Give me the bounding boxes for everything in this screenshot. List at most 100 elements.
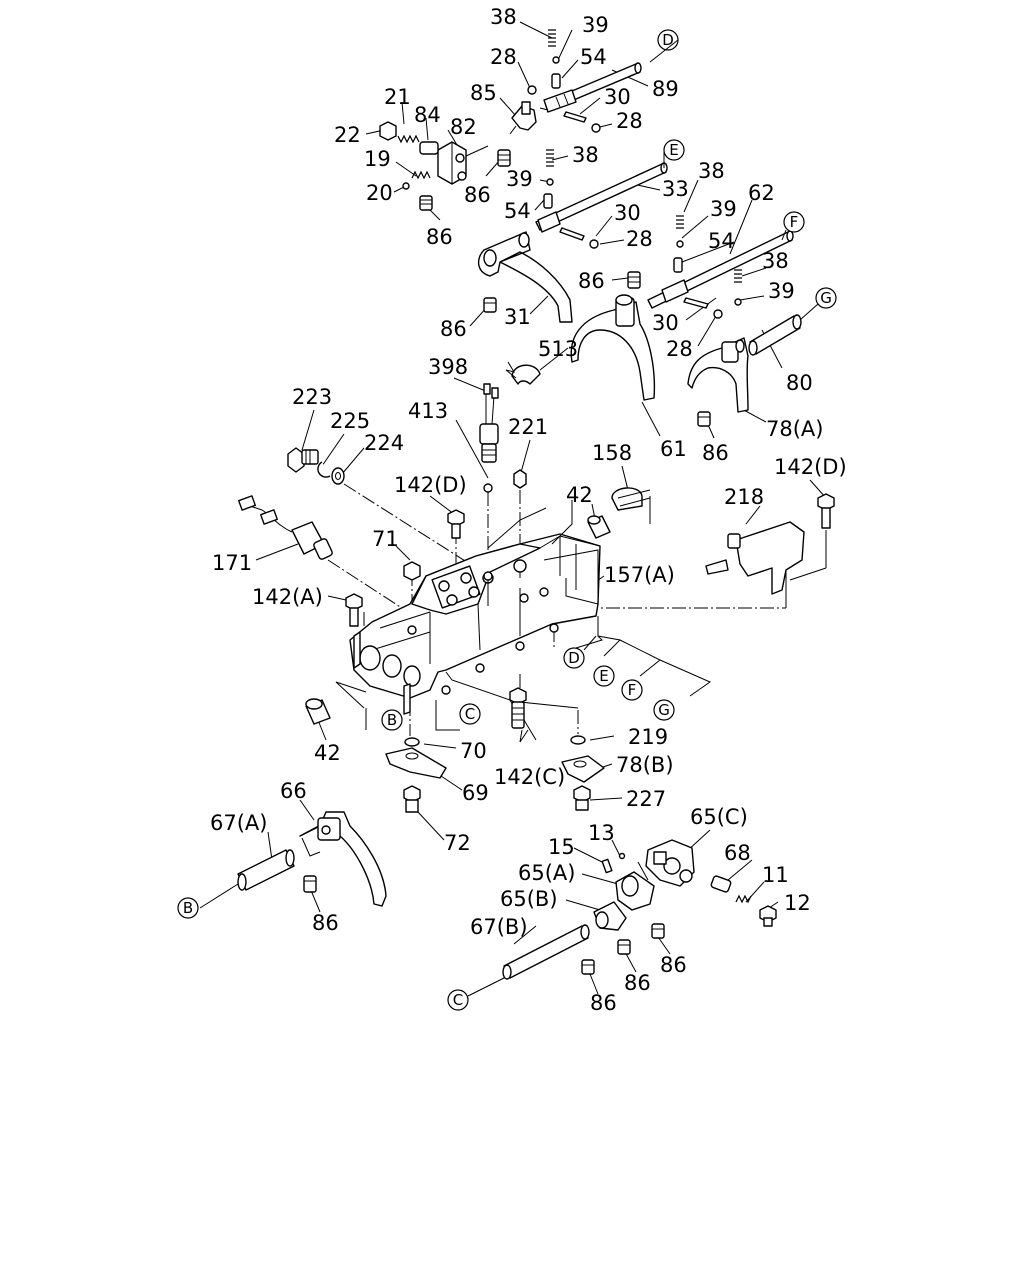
bolt-142d-center — [447, 509, 465, 539]
shift-rod-89 — [539, 62, 642, 113]
sensor-171 — [238, 495, 333, 560]
label-39-a: 39 — [582, 13, 609, 37]
spring-38-e — [546, 149, 554, 167]
label-31: 31 — [504, 305, 531, 329]
callout-c-bottom: C — [447, 989, 469, 1011]
block-65a — [615, 871, 655, 911]
plug-22 — [379, 121, 397, 141]
label-66: 66 — [280, 779, 307, 803]
label-223: 223 — [292, 385, 332, 409]
bolt-72 — [403, 785, 421, 813]
callout-d-top-text: D — [662, 31, 674, 49]
label-218: 218 — [724, 485, 764, 509]
washer-70 — [404, 737, 420, 747]
callout-c-mid-text: C — [465, 705, 475, 723]
ball-28-top-b — [591, 123, 601, 133]
washer-224 — [331, 467, 345, 485]
label-30-c: 30 — [652, 311, 679, 335]
shift-fork-31 — [477, 231, 573, 323]
callout-f-mid: F — [621, 679, 643, 701]
plug-223 — [287, 447, 319, 473]
label-398: 398 — [428, 355, 468, 379]
label-65b: 65(B) — [500, 887, 558, 911]
spring-11 — [735, 894, 752, 904]
bolt-86-fork61 — [627, 271, 641, 289]
clamp-158 — [611, 487, 651, 524]
label-86-b: 86 — [426, 225, 453, 249]
label-86-c: 86 — [578, 269, 605, 293]
shift-rod-67b — [502, 924, 590, 980]
label-171: 171 — [212, 551, 252, 575]
leader-lines — [199, 21, 827, 997]
spring-38-g — [734, 269, 742, 283]
spring-19 — [411, 170, 431, 180]
label-227: 227 — [626, 787, 666, 811]
callout-b-mid: B — [381, 709, 403, 731]
label-38-a: 38 — [490, 5, 517, 29]
plunger-84 — [419, 141, 439, 155]
ball-28-f — [713, 309, 723, 319]
shift-rod-67a — [237, 849, 295, 891]
lever-78b — [561, 755, 605, 783]
callout-b-bottom: B — [177, 897, 199, 919]
shift-rod-80 — [748, 314, 802, 356]
bolt-86-mid-top — [497, 149, 511, 167]
plunger-68 — [710, 875, 732, 893]
label-78a: 78(A) — [766, 417, 823, 441]
label-65a: 65(A) — [518, 861, 575, 885]
label-86-f: 86 — [312, 911, 339, 935]
pin-15 — [601, 858, 613, 874]
label-11: 11 — [762, 863, 789, 887]
label-54-c: 54 — [708, 229, 735, 253]
ball-39-top — [552, 56, 560, 64]
label-86-d: 86 — [440, 317, 467, 341]
label-65c: 65(C) — [690, 805, 748, 829]
label-219: 219 — [628, 725, 668, 749]
label-158: 158 — [592, 441, 632, 465]
bolt-86-fork66 — [303, 875, 317, 893]
label-82: 82 — [450, 115, 477, 139]
bolt-86-65c — [651, 923, 665, 939]
label-84: 84 — [414, 103, 441, 127]
callout-c-bottom-text: C — [453, 991, 463, 1009]
bolt-86-65a — [617, 939, 631, 955]
spring-38-top — [548, 29, 556, 47]
bracket-218 — [705, 521, 827, 608]
label-86-a: 86 — [464, 183, 491, 207]
label-12: 12 — [784, 891, 811, 915]
callout-d-mid: D — [563, 647, 585, 669]
ball-39-g — [734, 298, 742, 306]
label-71: 71 — [372, 527, 399, 551]
part-labels: 38 39 28 54 89 85 30 28 21 84 82 22 19 3… — [210, 5, 847, 1015]
bolt-86-fork78a — [697, 411, 711, 427]
label-21: 21 — [384, 85, 411, 109]
callout-f-top: F — [783, 211, 805, 233]
washer-398 — [483, 483, 493, 493]
nut-71 — [403, 561, 421, 581]
label-38-c: 38 — [698, 159, 725, 183]
ball-39-f — [676, 240, 684, 248]
label-221: 221 — [508, 415, 548, 439]
label-142d-center: 142(D) — [394, 473, 467, 497]
block-65b — [593, 901, 627, 931]
label-20: 20 — [366, 181, 393, 205]
block-65c — [645, 839, 695, 887]
shift-rod-33 — [535, 162, 668, 233]
label-15: 15 — [548, 835, 575, 859]
label-89: 89 — [652, 77, 679, 101]
label-39-d: 39 — [768, 279, 795, 303]
dowel-42-bottom — [305, 698, 331, 725]
label-69: 69 — [462, 781, 489, 805]
label-67a: 67(A) — [210, 811, 267, 835]
callout-e-top: E — [663, 139, 685, 161]
bolt-142a — [345, 593, 363, 627]
bolt-86-65b — [581, 959, 595, 975]
callout-e-mid: E — [593, 665, 615, 687]
label-86-i: 86 — [590, 991, 617, 1015]
label-38-d: 38 — [762, 249, 789, 273]
label-61: 61 — [660, 437, 687, 461]
ball-20 — [402, 182, 410, 190]
pin-54-e — [543, 193, 553, 209]
